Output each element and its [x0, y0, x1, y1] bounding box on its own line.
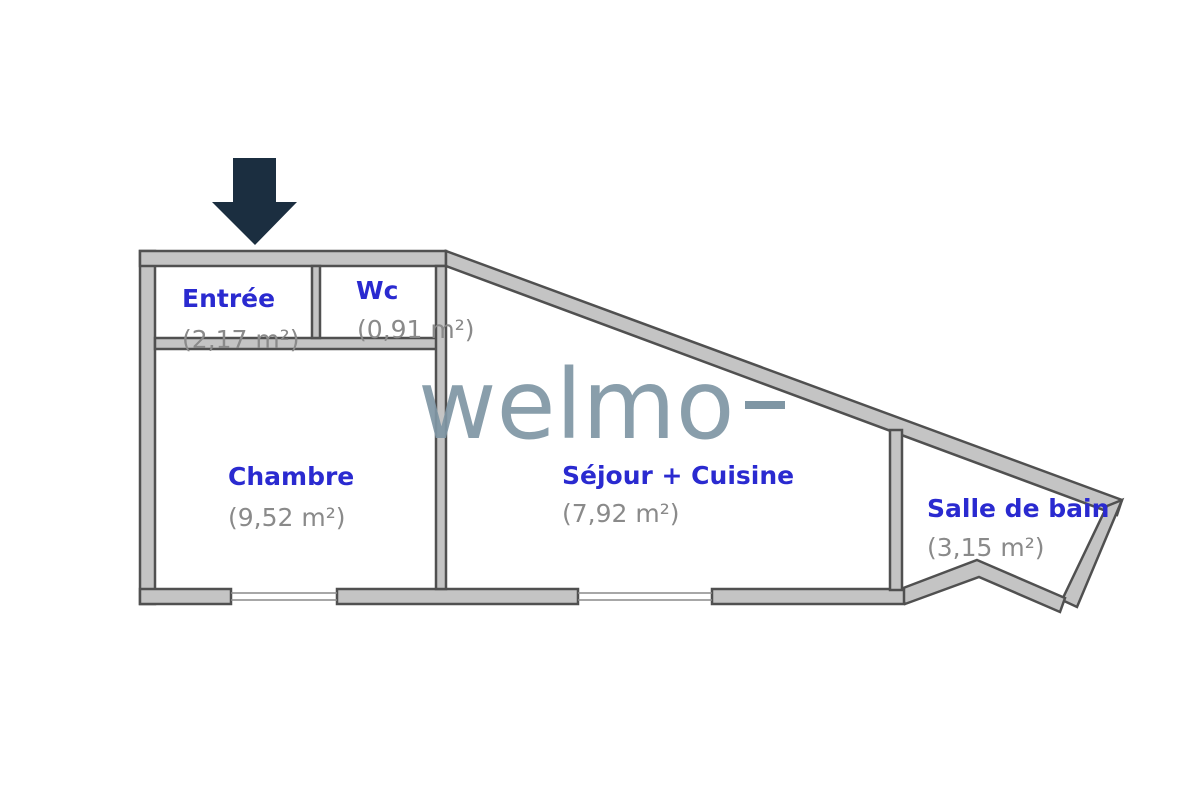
room-area-chambre: (9,52 m²) [228, 503, 346, 532]
room-area-entree: (2,17 m²) [182, 325, 300, 354]
room-area-wc: (0,91 m²) [357, 315, 475, 344]
arrow-down-icon [212, 158, 297, 245]
brand-watermark: welmo [418, 349, 785, 461]
watermark-bar [745, 401, 785, 409]
room-name-salle-de-bain: Salle de bain [927, 494, 1109, 523]
room-name-sejour-cuisine: Séjour + Cuisine [562, 461, 794, 490]
outer-walls [138, 249, 1125, 614]
room-area-salle-de-bain: (3,15 m²) [927, 533, 1045, 562]
room-name-entree: Entrée [182, 284, 275, 313]
windows [231, 592, 712, 601]
watermark-text: welmo [418, 349, 735, 461]
room-name-wc: Wc [356, 276, 398, 305]
interior-walls [153, 264, 904, 592]
room-name-chambre: Chambre [228, 462, 354, 491]
room-area-sejour-cuisine: (7,92 m²) [562, 499, 680, 528]
